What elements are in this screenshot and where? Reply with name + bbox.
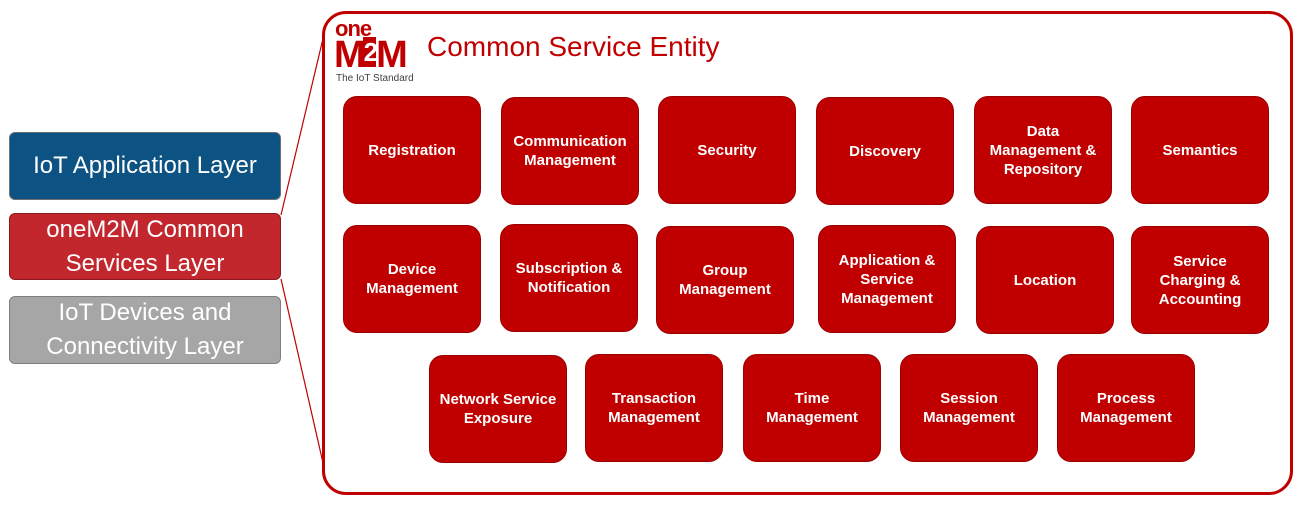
logo-m-right: M [376, 34, 408, 76]
function-transaction-management: Transaction Management [585, 354, 723, 462]
function-communication-management: Communication Management [501, 97, 639, 205]
function-location: Location [976, 226, 1114, 334]
function-service-charging-accounting: Service Charging & Accounting [1131, 226, 1269, 334]
onem2m-common-services-layer-label: oneM2M Common Services Layer [46, 215, 244, 277]
function-registration: Registration [343, 96, 481, 204]
function-security: Security [658, 96, 796, 204]
function-application-service-management: Application & Service Management [818, 225, 956, 333]
function-session-management: Session Management [900, 354, 1038, 462]
zoom-line-top [280, 25, 327, 216]
iot-application-layer: IoT Application Layer [9, 132, 281, 200]
logo-tagline: The IoT Standard [336, 73, 414, 84]
logo-m2m-text: M2M [334, 34, 408, 78]
onem2m-common-services-layer: oneM2M Common Services Layer [9, 213, 281, 280]
function-process-management: Process Management [1057, 354, 1195, 462]
function-time-management: Time Management [743, 354, 881, 462]
function-semantics: Semantics [1131, 96, 1269, 204]
logo-m-left: M [334, 34, 366, 76]
cse-title: Common Service Entity [427, 31, 720, 62]
logo-one-text: one [335, 16, 372, 41]
onem2m-logo: one M2M The IoT Standard [334, 17, 424, 87]
function-group-management: Group Management [656, 226, 794, 334]
zoom-line-bottom [280, 278, 327, 477]
function-device-management: Device Management [343, 225, 481, 333]
function-subscription-notification: Subscription & Notification [500, 224, 638, 332]
function-data-management-repository: Data Management & Repository [974, 96, 1112, 204]
function-discovery: Discovery [816, 97, 954, 205]
logo-two: 2 [362, 37, 378, 67]
iot-devices-connectivity-layer-label: IoT Devices and Connectivity Layer [46, 299, 244, 360]
iot-devices-connectivity-layer: IoT Devices and Connectivity Layer [9, 296, 281, 364]
iot-application-layer-label: IoT Application Layer [33, 152, 257, 179]
function-network-service-exposure: Network Service Exposure [429, 355, 567, 463]
